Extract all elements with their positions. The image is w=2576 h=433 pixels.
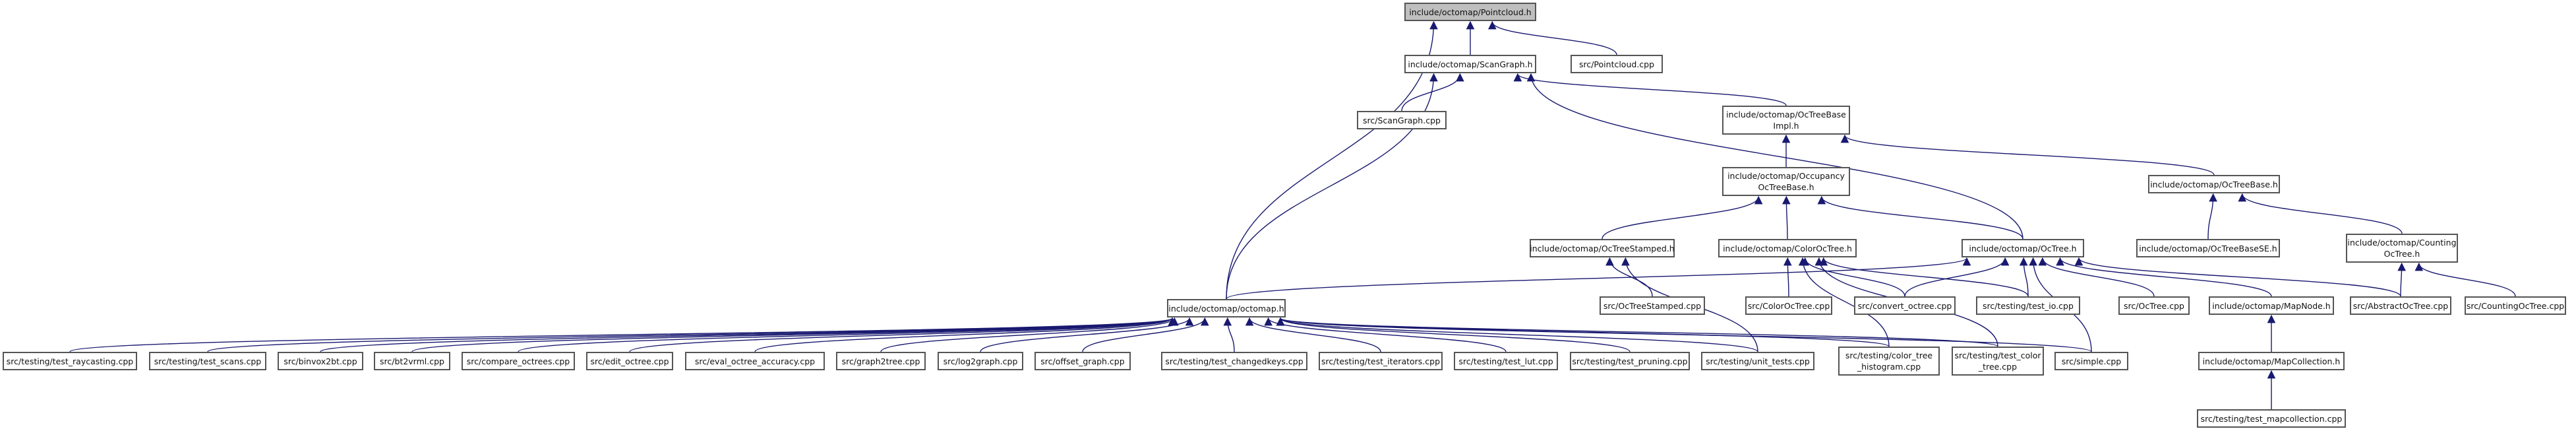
node-edit-octree-cpp[interactable]: src/edit_octree.cpp [586,352,673,370]
edge-bt2vrml-cpp-to-octomap-h [411,317,1176,352]
node-test-io-cpp[interactable]: src/testing/test_io.cpp [1976,296,2080,315]
edge-abstractocttree-cpp-to-octree-h [2074,257,2401,297]
edge-unit-tests-cpp-to-octomap-h [1276,317,1758,352]
edge-countingocttree-h-to-octreebase-h [2238,193,2403,234]
edge-octree-h-to-occupancyocttreebase-h [1817,195,2023,240]
edge-log2graph-cpp-to-octomap-h [980,317,1194,352]
node-colorocttree-h[interactable]: include/octomap/ColorOcTree.h [1718,239,1857,257]
node-test-pruning-cpp[interactable]: src/testing/test_pruning.cpp [1570,352,1690,370]
edge-octomap-h-to-pointcloud-h [1226,20,1438,300]
node-countingocttree-h[interactable]: include/octomap/Counting OcTree.h [2346,234,2458,263]
edge-simple-cpp-to-octomap-h [1276,317,2092,352]
node-log2graph-cpp[interactable]: src/log2graph.cpp [938,352,1023,370]
node-octomap-h[interactable]: include/octomap/octomap.h [1167,299,1286,317]
node-octreebaseimpl-h[interactable]: include/octomap/OcTreeBase Impl.h [1722,106,1850,135]
edge-test-io-cpp-to-octree-h [2019,257,2029,297]
edge-octreebasese-h-to-octreebase-h [2207,193,2217,240]
edge-scangraph-cpp-to-scangraph-h [1401,73,1464,112]
node-unit-tests-cpp[interactable]: src/testing/unit_tests.cpp [1701,352,1814,370]
node-octreebase-h[interactable]: include/octomap/OcTreeBase.h [2148,175,2280,193]
edge-test-color-tree-cpp-to-octomap-h [1276,317,1998,347]
node-test-color-tree-cpp[interactable]: src/testing/test_color _tree.cpp [1952,347,2044,376]
node-offset-graph-cpp[interactable]: src/offset_graph.cpp [1034,352,1131,370]
edge-abstractocttree-cpp-to-countingocttree-h [2397,262,2406,297]
node-test-mapcollection-cpp[interactable]: src/testing/test_mapcollection.cpp [2197,409,2346,428]
edge-mapnode-h-to-octree-h [2056,257,2272,297]
edge-convert-octree-cpp-to-colorocttree-h [1801,257,1905,297]
edge-eval-octree-accuracy-cpp-to-octomap-h [754,317,1177,352]
node-graph2tree-cpp[interactable]: src/graph2tree.cpp [836,352,926,370]
node-countingocttree-cpp[interactable]: src/CountingOcTree.cpp [2465,296,2566,315]
node-scangraph-h[interactable]: include/octomap/ScanGraph.h [1404,55,1536,73]
node-bt2vrml-cpp[interactable]: src/bt2vrml.cpp [374,352,450,370]
edge-test-lut-cpp-to-octomap-h [1264,317,1507,352]
node-eval-octree-accuracy-cpp[interactable]: src/eval_octree_accuracy.cpp [685,352,825,370]
node-octreestamped-cpp[interactable]: src/OcTreeStamped.cpp [1600,296,1705,315]
edge-test-changedkeys-cpp-to-octomap-h [1223,317,1235,352]
edge-countingocttree-cpp-to-countingocttree-h [2414,262,2516,297]
edge-test-iterators-cpp-to-octomap-h [1245,317,1381,352]
edge-octreebaseimpl-h-to-scangraph-h [1513,73,1787,106]
edge-test-raycasting-cpp-to-octomap-h [69,317,1176,352]
edge-octree-h-to-scangraph-h [1526,73,2023,240]
edge-pointcloud-cpp-to-pointcloud-h [1488,20,1617,55]
node-color-tree-histogram-cpp[interactable]: src/testing/color_tree _histogram.cpp [1838,347,1940,376]
node-test-raycasting-cpp[interactable]: src/testing/test_raycasting.cpp [3,352,137,370]
node-test-lut-cpp[interactable]: src/testing/test_lut.cpp [1454,352,1558,370]
edge-offset-graph-cpp-to-octomap-h [1082,317,1209,352]
node-simple-cpp[interactable]: src/simple.cpp [2054,352,2128,370]
node-pointcloud-h[interactable]: include/octomap/Pointcloud.h [1404,3,1536,21]
edge-graph2tree-cpp-to-octomap-h [880,317,1179,352]
node-test-scans-cpp[interactable]: src/testing/test_scans.cpp [149,352,266,370]
node-occupancyocttreebase-h[interactable]: include/octomap/Occupancy OcTreeBase.h [1722,167,1850,196]
edge-compare-octrees-cpp-to-octomap-h [518,317,1176,352]
node-pointcloud-cpp[interactable]: src/Pointcloud.cpp [1571,55,1663,73]
edge-octreestamped-h-to-occupancyocttreebase-h [1602,195,1763,240]
edge-test-pruning-cpp-to-octomap-h [1276,317,1631,352]
edge-color-tree-histogram-cpp-to-colorocttree-h [1798,257,1890,347]
edge-binvox2bt-cpp-to-octomap-h [320,317,1176,352]
node-convert-octree-cpp[interactable]: src/convert_octree.cpp [1854,296,1956,315]
edge-octree-cpp-to-octree-h [2038,257,2155,297]
node-abstractocttree-cpp[interactable]: src/AbstractOcTree.cpp [2350,296,2451,315]
edge-octomap-h-to-octree-h [1226,257,1971,300]
node-octreestamped-h[interactable]: include/octomap/OcTreeStamped.h [1530,239,1675,257]
node-mapnode-h[interactable]: include/octomap/MapNode.h [2209,296,2334,315]
edge-convert-octree-cpp-to-octree-h [1904,257,2010,297]
node-binvox2bt-cpp[interactable]: src/binvox2bt.cpp [278,352,363,370]
node-compare-octrees-cpp[interactable]: src/compare_octrees.cpp [462,352,575,370]
node-mapcollection-h[interactable]: include/octomap/MapCollection.h [2198,352,2345,370]
node-octree-cpp[interactable]: src/OcTree.cpp [2118,296,2190,315]
edge-colorocttree-cpp-to-colorocttree-h [1783,257,1792,297]
node-scangraph-cpp[interactable]: src/ScanGraph.cpp [1357,111,1447,129]
node-colorocttree-cpp[interactable]: src/ColorOcTree.cpp [1745,296,1832,315]
edge-test-io-cpp-to-colorocttree-h [1819,257,2029,297]
edge-edit-octree-cpp-to-octomap-h [629,317,1176,352]
node-octreebasese-h[interactable]: include/octomap/OcTreeBaseSE.h [2136,239,2280,257]
node-octree-h[interactable]: include/octomap/OcTree.h [1962,239,2084,257]
node-test-changedkeys-cpp[interactable]: src/testing/test_changedkeys.cpp [1161,352,1307,370]
node-test-iterators-cpp[interactable]: src/testing/test_iterators.cpp [1319,352,1443,370]
edge-colorocttree-h-to-occupancyocttreebase-h [1782,195,1791,240]
edge-octreebase-h-to-octreebaseimpl-h [1840,134,2215,176]
